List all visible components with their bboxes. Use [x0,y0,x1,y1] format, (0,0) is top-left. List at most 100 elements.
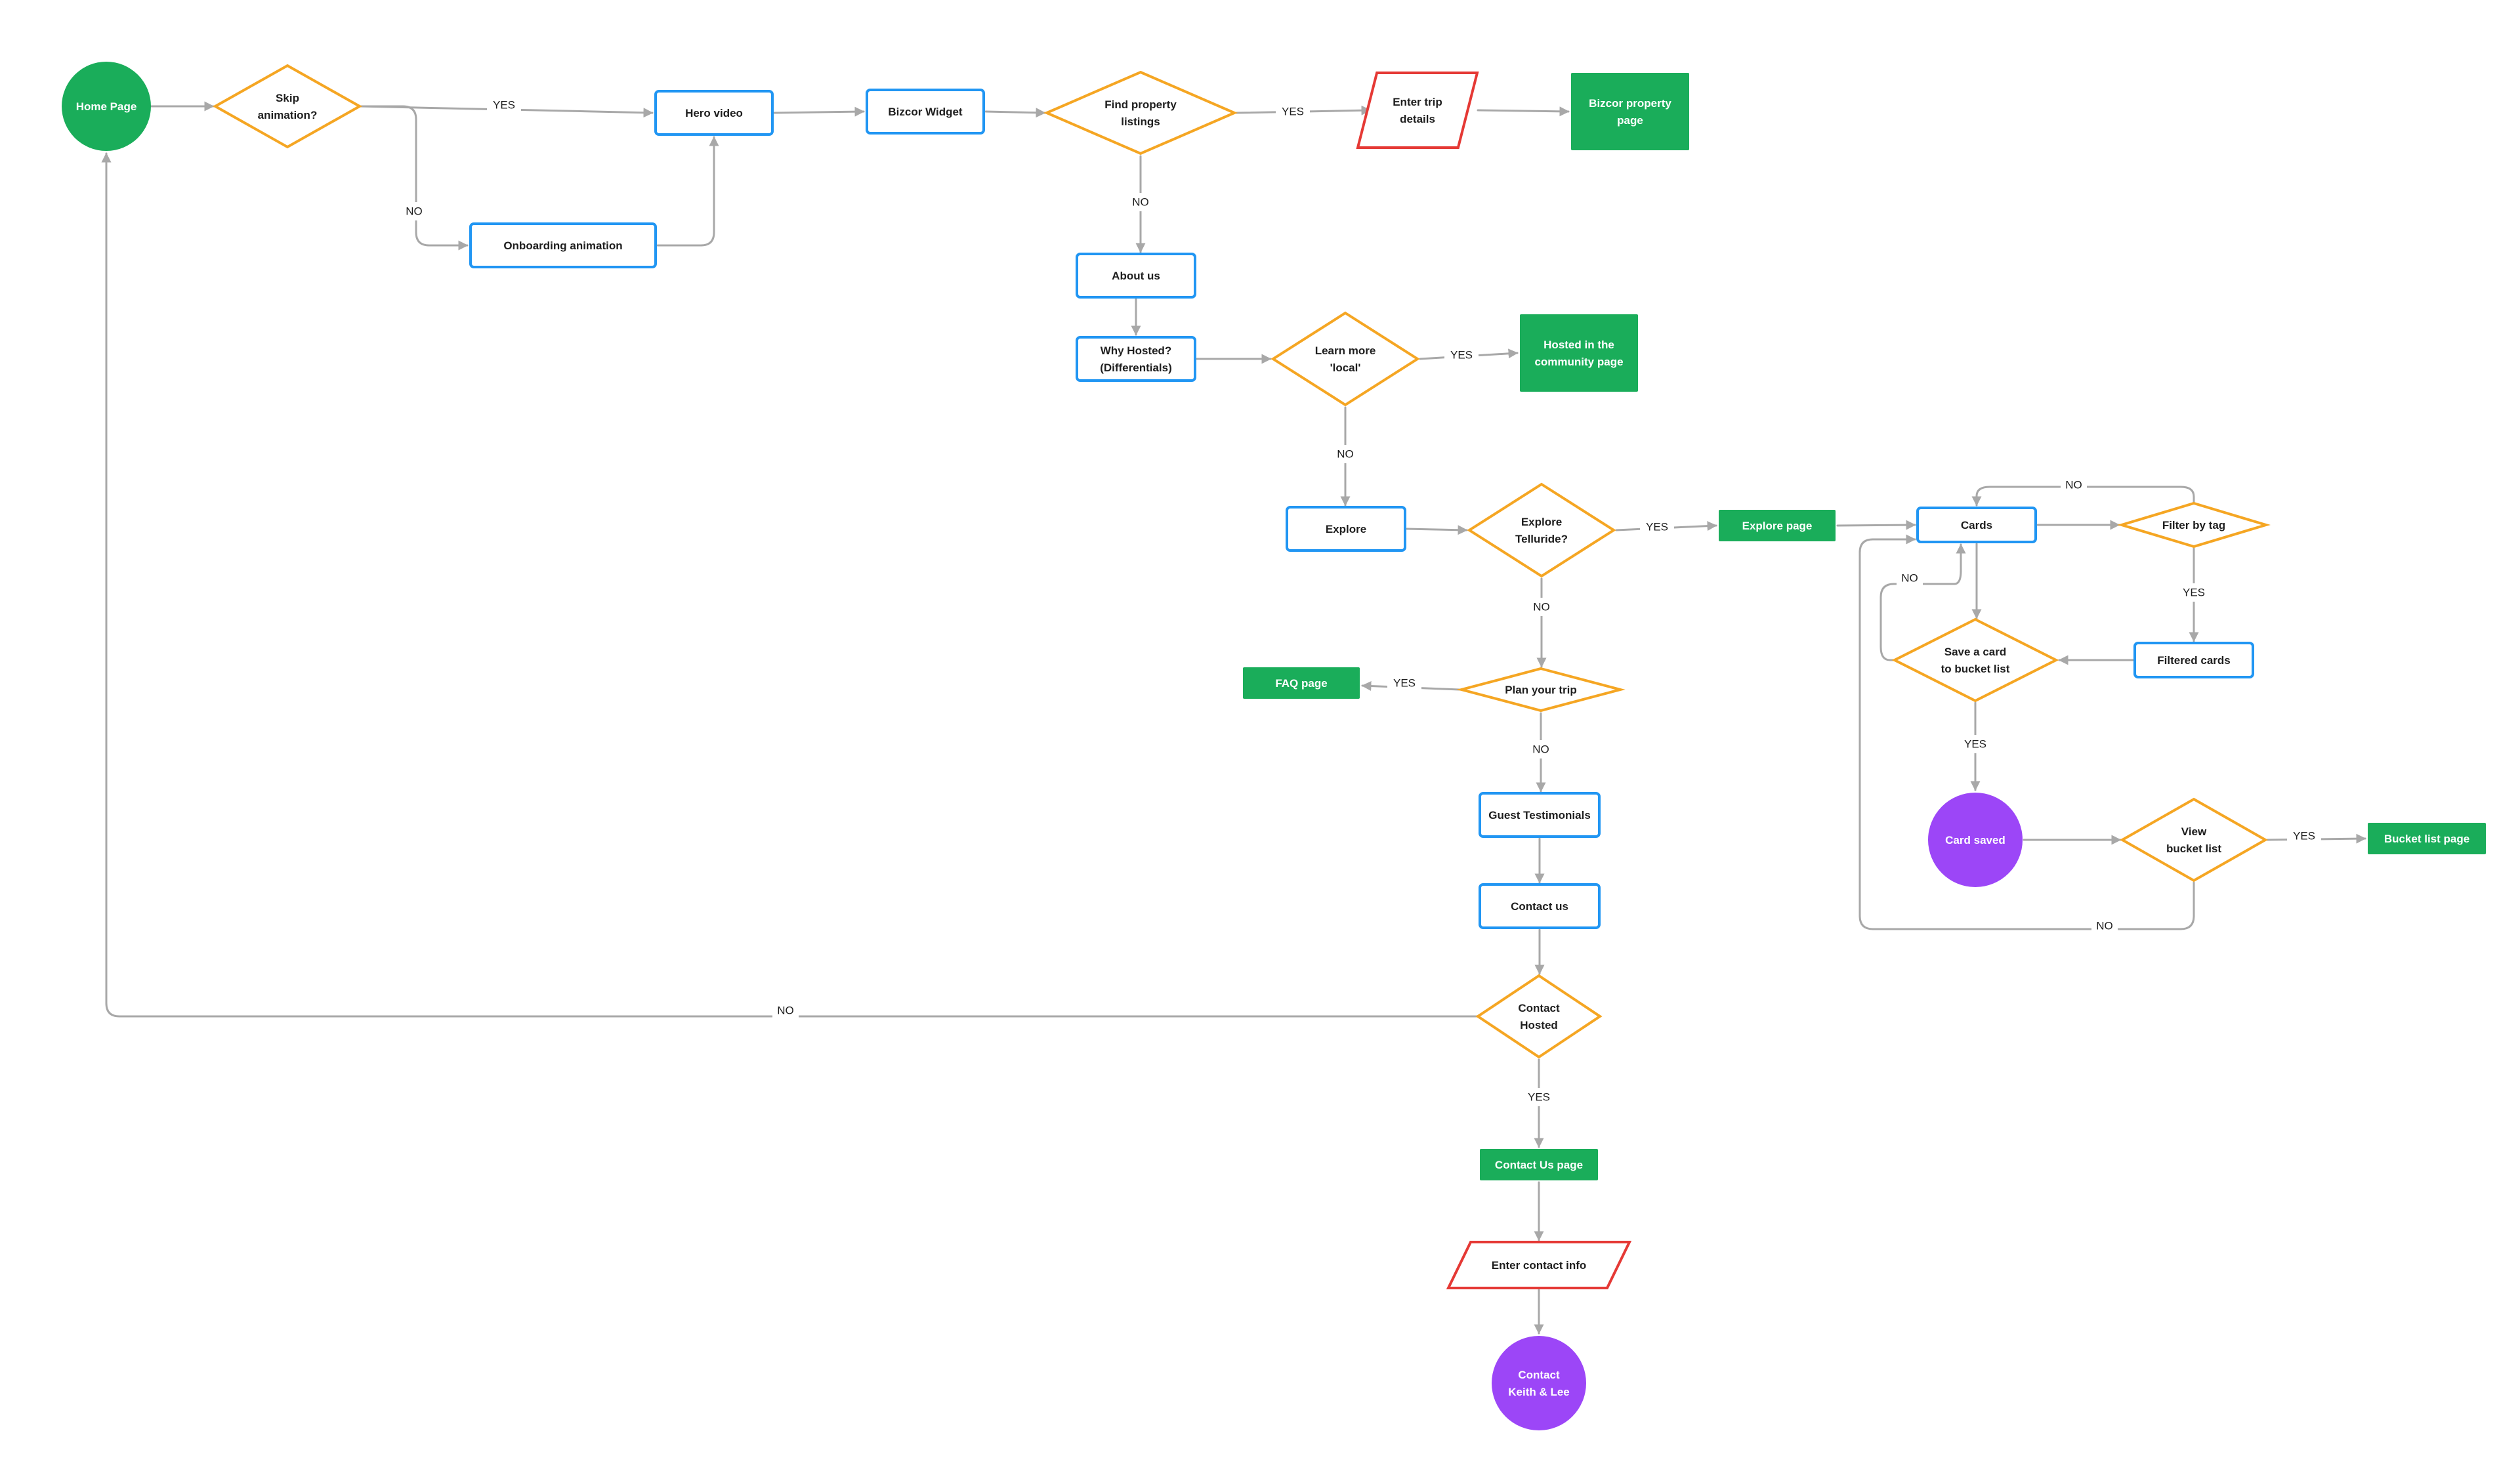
contact-us-page-label: Contact Us page [1495,1159,1583,1171]
filtered-cards-label: Filtered cards [2157,654,2231,667]
bizcor-widget-label: Bizcor Widget [888,106,963,118]
filter-by-tag-label: Filter by tag [2162,519,2225,531]
edge-label-save-no: NO [1901,572,1918,585]
explore-shape [1286,506,1406,552]
node-onboarding-animation: Onboarding animation [469,222,657,268]
enter-contact-info-shape [1446,1241,1632,1289]
about-us-label: About us [1112,270,1160,282]
faq-page-shape [1243,667,1360,699]
edge-contact-hosted-no-to-home [101,152,1478,1018]
plan-your-trip-label: Plan your trip [1505,684,1577,696]
edge-label-plan-no: NO [1532,743,1549,756]
edge-label-bg [1387,674,1421,692]
guest-testimonials-label: Guest Testimonials [1488,809,1591,821]
view-bucket-list-shape [2119,797,2269,883]
bucket-list-page-shape [2368,823,2486,854]
edge-label-view-bucket-no: NO [2096,920,2113,932]
node-plan-your-trip: Plan your trip [1456,667,1626,713]
node-cards: Cards [1916,507,2037,543]
edge-label-find-yes: YES [1282,106,1304,118]
edge-label-bg [1276,102,1310,121]
learn-more-local-shape [1270,311,1420,407]
hosted-community-page-shape [1520,314,1638,392]
node-filter-by-tag: Filter by tag [2117,501,2271,549]
home-page-label: Home Page [76,100,137,113]
node-faq-page: FAQ page [1243,667,1360,699]
edge-label-bg [2287,827,2321,845]
contact-us-page-shape [1480,1149,1598,1180]
edge-label-learn-yes: YES [1450,349,1473,362]
node-contact-us: Contact us [1479,883,1601,929]
why-hosted-shape [1076,336,1196,382]
home-page-shape [62,62,151,151]
edge-save-no-to-cards [1880,543,1966,661]
edge-bizcor-widget-to-find [984,108,1046,118]
contact-keith-lee-shape [1492,1336,1586,1430]
edge-label-skip-yes: YES [493,99,515,112]
edge-label-bg [1528,598,1555,616]
edge-label-bg [2177,583,2211,602]
edge-label-filter-yes: YES [2183,587,2205,599]
edge-label-bg [401,202,427,220]
edge-label-plan-yes: YES [1393,677,1416,690]
edge-explore-to-telluride [1406,525,1468,535]
edge-label-contact-hosted-yes: YES [1528,1091,1550,1104]
explore-label: Explore [1326,523,1366,535]
node-why-hosted: Why Hosted?(Differentials) [1076,336,1196,382]
skip-animation-shape [212,64,363,149]
find-property-listings-shape [1043,70,1238,156]
explore-page-shape [1719,510,1836,541]
hero-video-label: Hero video [685,107,743,119]
edge-label-bg [1958,735,1992,753]
card-saved-label: Card saved [1945,834,2006,846]
bizcor-widget-shape [866,89,985,135]
node-guest-testimonials: Guest Testimonials [1479,792,1601,838]
plan-your-trip-shape [1456,667,1626,713]
edge-label-bg [2091,917,2118,935]
why-hosted-label: Why Hosted?(Differentials) [1100,344,1172,374]
edge-label-view-bucket-yes: YES [2293,830,2315,842]
edge-label-learn-no: NO [1337,448,1354,461]
onboarding-animation-label: Onboarding animation [503,239,622,252]
contact-us-label: Contact us [1511,900,1568,913]
filtered-cards-shape [2133,642,2254,678]
edge-trip-to-bizcor-page [1477,106,1570,117]
edge-explore-page-to-cards [1836,520,1916,530]
filter-by-tag-shape [2117,501,2271,549]
contact-hosted-shape [1475,974,1603,1059]
about-us-shape [1076,253,1196,299]
edge-label-filter-no: NO [2065,479,2082,491]
cards-shape [1916,507,2037,543]
edge-label-bg [487,96,521,114]
edge-label-save-yes: YES [1964,738,1986,751]
node-learn-more-local: Learn more'local' [1270,311,1420,407]
hero-video-shape [654,90,774,136]
node-hero-video: Hero video [654,90,774,136]
edge-label-bg [1127,193,1154,211]
learn-more-local-label: Learn more'local' [1315,344,1376,374]
edge-label-contact-hosted-no: NO [777,1005,794,1017]
edge-label-bg [1640,518,1674,536]
node-bizcor-widget: Bizcor Widget [866,89,985,135]
edge-label-bg [1897,569,1923,587]
edge-label-bg [1528,740,1554,758]
contact-us-shape [1479,883,1601,929]
edge-label-bg [1332,445,1358,463]
explore-page-label: Explore page [1742,520,1813,532]
bizcor-property-page-shape [1571,73,1689,150]
edge-onboarding-to-hero [656,136,719,247]
edge-label-bg [772,1001,799,1020]
node-about-us: About us [1076,253,1196,299]
